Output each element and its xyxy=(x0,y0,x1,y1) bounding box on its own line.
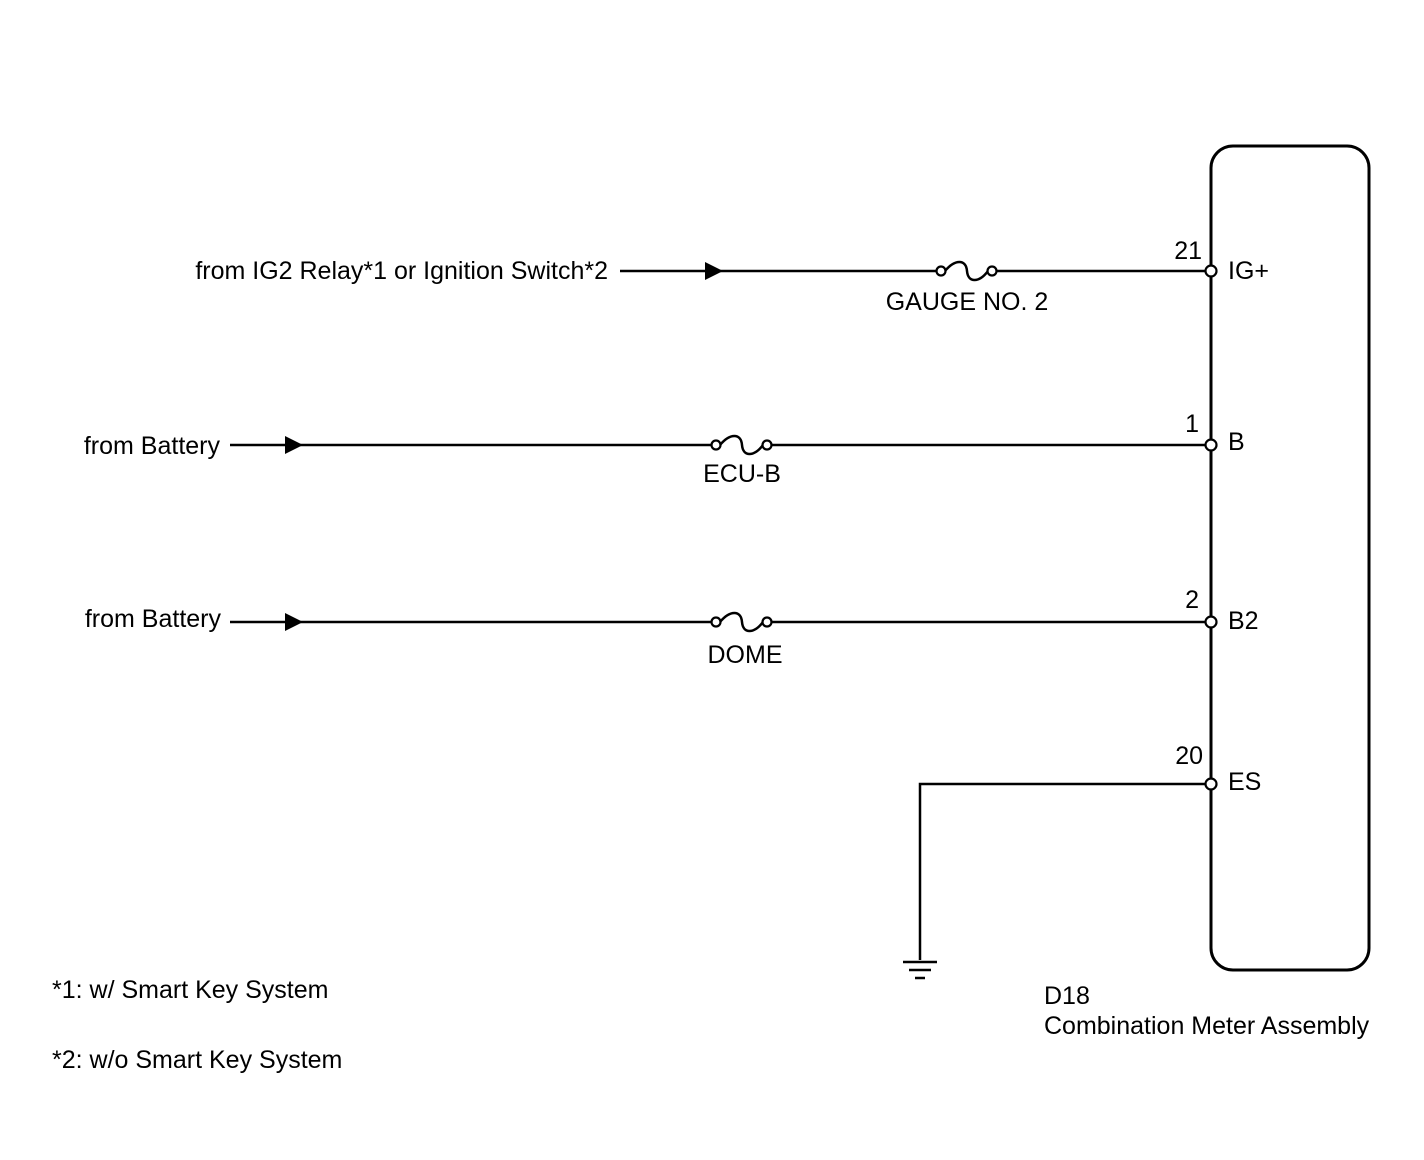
component-name: Combination Meter Assembly xyxy=(1044,1012,1370,1040)
footnote-1: *1: w/ Smart Key System xyxy=(52,976,328,1004)
source-label-b2: from Battery xyxy=(85,605,222,633)
arrow-b-icon xyxy=(285,436,303,454)
fuse-ecub-icon xyxy=(719,434,764,456)
pin-number-b2: 2 xyxy=(1185,586,1199,614)
pin-b xyxy=(1204,438,1218,452)
pin-ig xyxy=(1204,264,1218,278)
pin-number-b: 1 xyxy=(1185,410,1199,438)
fuse-label-ecub: ECU-B xyxy=(703,460,781,488)
pin-b2 xyxy=(1204,615,1218,629)
circuit-ig: from IG2 Relay*1 or Ignition Switch*2 GA… xyxy=(195,237,1269,316)
ground-icon xyxy=(903,960,937,980)
terminal-es: ES xyxy=(1228,768,1261,796)
combination-meter-box xyxy=(1209,144,1371,972)
terminal-b: B xyxy=(1228,428,1245,456)
circuit-b: from Battery ECU-B 1 B xyxy=(84,410,1245,488)
pin-es xyxy=(1204,777,1218,791)
component-code: D18 xyxy=(1044,982,1090,1010)
wire-es-ground xyxy=(918,782,1206,960)
terminal-ig: IG+ xyxy=(1228,257,1269,285)
pin-number-ig: 21 xyxy=(1174,237,1202,265)
fuse-dome-icon xyxy=(719,611,764,633)
source-label-ig: from IG2 Relay*1 or Ignition Switch*2 xyxy=(195,257,608,285)
fuse-label-gauge: GAUGE NO. 2 xyxy=(886,288,1049,316)
fuse-gauge-icon xyxy=(944,260,989,282)
circuit-es: 20 ES xyxy=(903,742,1261,980)
arrow-b2-icon xyxy=(285,613,303,631)
footnote-2: *2: w/o Smart Key System xyxy=(52,1046,342,1074)
terminal-b2: B2 xyxy=(1228,607,1259,635)
arrow-ig-icon xyxy=(705,262,723,280)
source-label-b: from Battery xyxy=(84,432,221,460)
pin-number-es: 20 xyxy=(1175,742,1203,770)
fuse-label-dome: DOME xyxy=(708,641,783,669)
circuit-b2: from Battery DOME 2 B2 xyxy=(85,586,1259,669)
